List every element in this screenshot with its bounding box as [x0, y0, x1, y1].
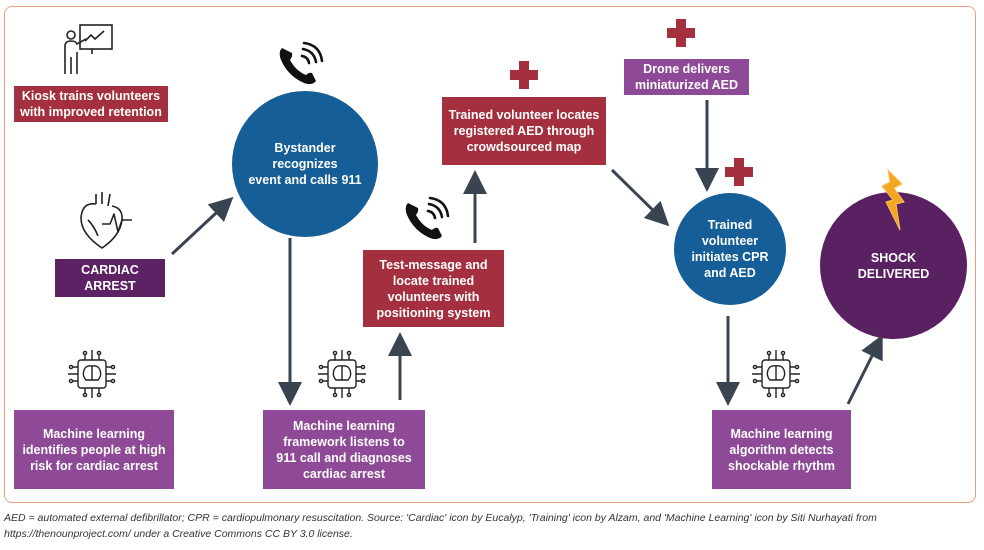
- volunteer-locates-box: Trained volunteer locates registered AED…: [442, 97, 606, 165]
- diagram-frame: [4, 6, 976, 503]
- test-message-box: Test-message and locate trained voluntee…: [363, 250, 504, 327]
- cardiac-arrest-box: CARDIAC ARREST: [55, 259, 165, 297]
- red-cross-icon: [510, 61, 538, 89]
- phone-icon: [279, 41, 324, 85]
- phone-icon: [405, 196, 450, 240]
- arrow-ml-algorithm-to-shock: [846, 334, 883, 405]
- shock-circle: SHOCK DELIVERED: [820, 192, 967, 339]
- bystander-circle: Bystander recognizes event and calls 911: [232, 91, 378, 237]
- lightning-icon: [881, 168, 905, 231]
- figure-caption: AED = automated external defibrillator; …: [4, 510, 964, 542]
- ml-framework-box: Machine learning framework listens to 91…: [263, 410, 425, 489]
- brain-chip-icon: [68, 350, 116, 398]
- training-icon: [64, 24, 113, 74]
- arrow-cardiac-to-bystander: [170, 196, 234, 256]
- caption-line-1: AED = automated external defibrillator; …: [4, 512, 877, 524]
- red-cross-icon: [667, 19, 695, 47]
- caption-line-2: https://thenounproject.com/ under a Crea…: [4, 528, 353, 540]
- ml-identifies-box: Machine learning identifies people at hi…: [14, 410, 174, 489]
- kiosk-box: Kiosk trains volunteers with improved re…: [14, 86, 168, 122]
- heart-icon: [80, 192, 132, 249]
- volunteer-cpr-circle: Trained volunteer initiates CPR and AED: [674, 193, 786, 305]
- brain-chip-icon: [752, 350, 800, 398]
- drone-box: Drone delivers miniaturized AED: [624, 59, 749, 95]
- red-cross-icon: [725, 158, 753, 186]
- ml-algorithm-box: Machine learning algorithm detects shock…: [712, 410, 851, 489]
- brain-chip-icon: [318, 350, 366, 398]
- arrow-volunteer-locates-to-cpr: [610, 168, 670, 227]
